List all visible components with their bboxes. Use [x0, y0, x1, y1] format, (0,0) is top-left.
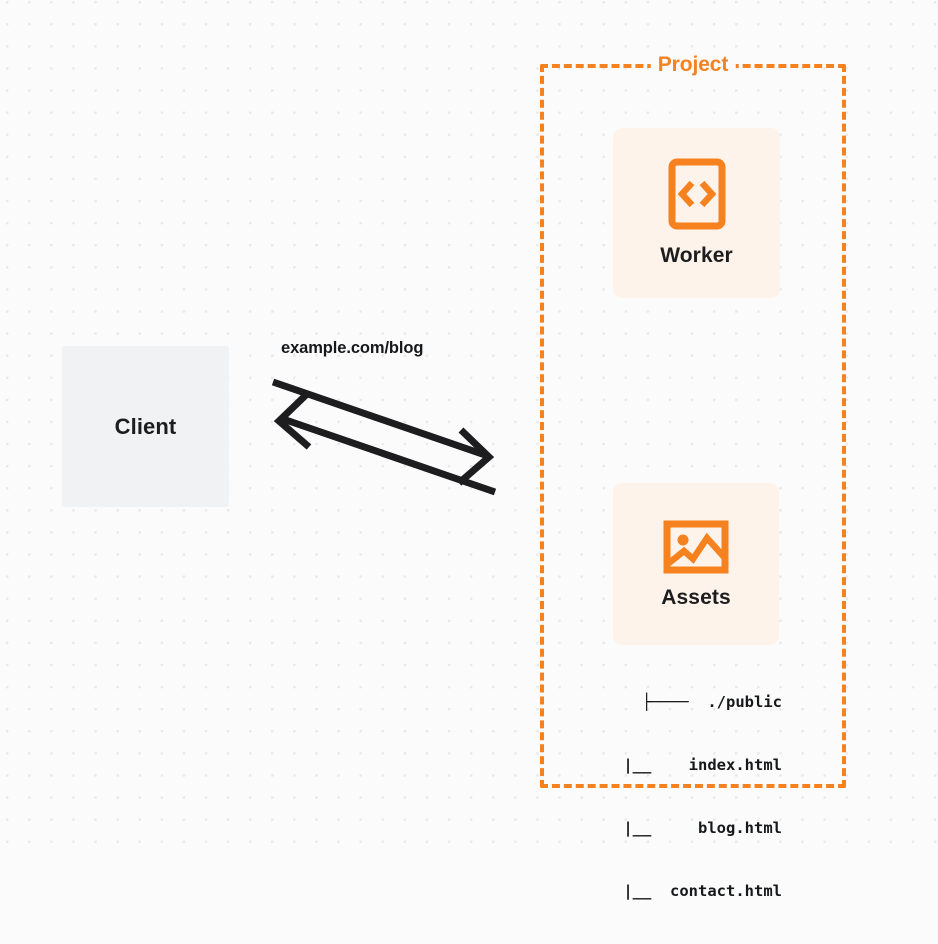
worker-card[interactable]: Worker: [613, 128, 780, 298]
diagram-canvas: Client example.com/blog Project Worker: [0, 0, 938, 900]
file-tree-line: ├──── ./public: [642, 693, 782, 711]
assets-card[interactable]: Assets: [613, 483, 779, 645]
assets-file-tree: ├──── ./public |__ index.html |__ blog.h…: [560, 650, 782, 944]
project-title: Project: [650, 53, 736, 77]
connector-label: example.com/blog: [281, 339, 424, 357]
code-brackets-icon: [668, 158, 726, 230]
worker-label: Worker: [660, 244, 733, 267]
project-container: Project: [540, 53, 846, 788]
arrow-left-to-client: [273, 391, 497, 496]
file-tree-line: |__ blog.html: [567, 819, 782, 837]
file-tree-line: |__ contact.html: [567, 882, 782, 900]
file-tree-line: |__ index.html: [567, 756, 782, 774]
image-picture-icon: [663, 518, 729, 576]
arrow-right-to-project: [271, 378, 495, 486]
client-label: Client: [114, 413, 177, 439]
client-node[interactable]: Client: [62, 346, 229, 507]
assets-label: Assets: [661, 586, 731, 609]
